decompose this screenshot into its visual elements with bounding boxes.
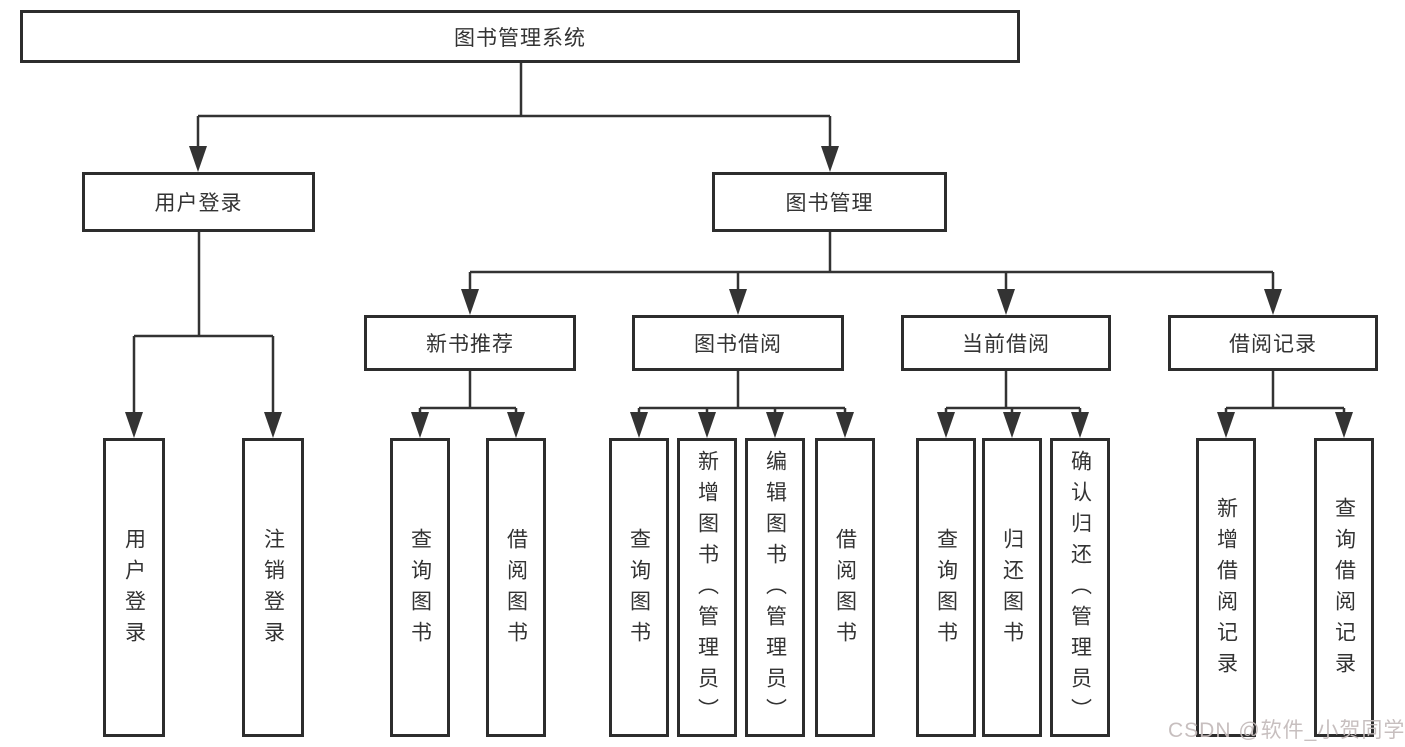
node-new-book-recommend: 新书推荐: [364, 315, 576, 371]
connector-current-borrow-children: [944, 371, 1082, 416]
leaf-user-login: 用户登录: [103, 438, 165, 737]
leaf-current-return-books: 归还图书: [982, 438, 1042, 737]
arrow-down-icon: [1335, 412, 1353, 438]
leaf-logout: 注销登录: [242, 438, 304, 737]
leaf-borrow-edit-books-admin: 编辑图书（管理员）: [745, 438, 805, 737]
arrow-down-icon: [189, 146, 207, 172]
leaf-borrow-add-books-admin: 新增图书（管理员）: [677, 438, 737, 737]
node-user-login: 用户登录: [82, 172, 315, 232]
connector-user-login-children: [132, 232, 275, 416]
arrow-down-icon: [729, 289, 747, 315]
node-borrow-record: 借阅记录: [1168, 315, 1378, 371]
connector-book-management-children: [468, 232, 1275, 293]
arrow-down-icon: [698, 412, 716, 438]
arrow-down-icon: [507, 412, 525, 438]
connector-book-borrow-children: [637, 371, 847, 416]
arrow-down-icon: [1264, 289, 1282, 315]
node-current-borrow: 当前借阅: [901, 315, 1111, 371]
arrow-down-icon: [1003, 412, 1021, 438]
csdn-watermark: CSDN @软件_小贺同学: [1168, 719, 1405, 742]
arrow-down-icon: [264, 412, 282, 438]
leaf-borrow-query-books: 查询图书: [609, 438, 669, 737]
leaf-borrow-borrow-books: 借阅图书: [815, 438, 875, 737]
arrow-down-icon: [836, 412, 854, 438]
arrow-down-icon: [997, 289, 1015, 315]
node-root: 图书管理系统: [20, 10, 1020, 63]
arrow-down-icon: [1217, 412, 1235, 438]
leaf-current-confirm-return-admin: 确认归还（管理员）: [1050, 438, 1110, 737]
arrow-down-icon: [125, 412, 143, 438]
arrow-down-icon: [1071, 412, 1089, 438]
leaf-newbook-query-books: 查询图书: [390, 438, 450, 737]
connector-borrow-record-children: [1224, 371, 1346, 416]
arrow-down-icon: [766, 412, 784, 438]
connector-root-to-level2: [196, 63, 832, 150]
arrow-down-icon: [821, 146, 839, 172]
arrow-down-icon: [937, 412, 955, 438]
node-book-borrow: 图书借阅: [632, 315, 844, 371]
arrow-down-icon: [411, 412, 429, 438]
connector-new-book-recommend-children: [418, 371, 518, 416]
leaf-record-query-borrow-record: 查询借阅记录: [1314, 438, 1374, 737]
arrow-down-icon: [461, 289, 479, 315]
leaf-current-query-books: 查询图书: [916, 438, 976, 737]
node-book-management: 图书管理: [712, 172, 947, 232]
leaf-record-add-borrow-record: 新增借阅记录: [1196, 438, 1256, 737]
leaf-newbook-borrow-books: 借阅图书: [486, 438, 546, 737]
arrow-down-icon: [630, 412, 648, 438]
